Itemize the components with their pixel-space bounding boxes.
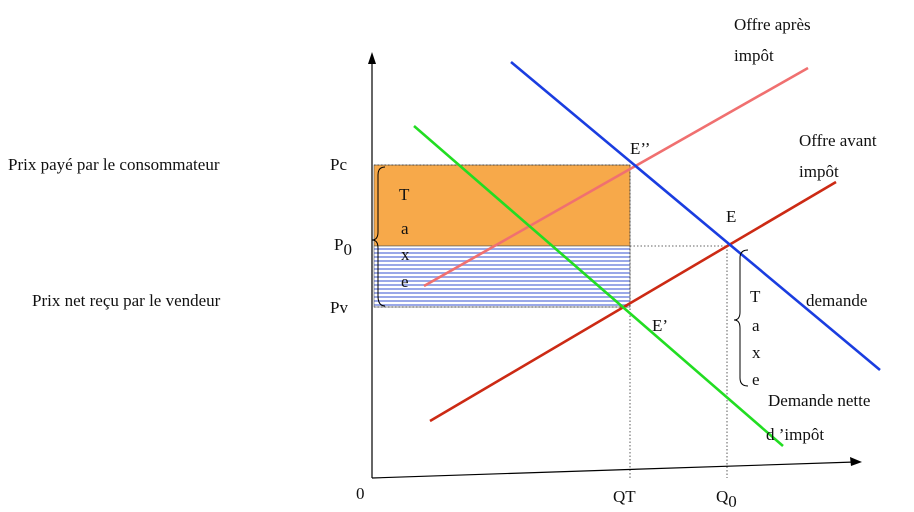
seller-tax-area: [373, 245, 631, 308]
y-axis-arrow: [368, 52, 376, 64]
right-tax-brace: [733, 249, 749, 387]
right-tax-letter-x: x: [752, 343, 761, 362]
demand-label: demande: [806, 291, 867, 310]
axes: [368, 52, 862, 479]
supply-before-label-line1: Offre avant: [799, 131, 877, 150]
consumer-tax-area: [373, 164, 631, 247]
demand-line: [510, 61, 881, 371]
q0-sub: 0: [728, 492, 737, 511]
left-tax-letter-e: e: [401, 272, 409, 291]
left-tax-letter-t: T: [399, 185, 410, 204]
q0-label: Q0: [716, 487, 737, 511]
x-axis-arrow: [850, 457, 862, 466]
right-tax-letter-a: a: [752, 316, 760, 335]
e-double-prime-label: E’’: [630, 139, 650, 158]
right-tax-letter-t: T: [750, 287, 761, 306]
qt-label: QT: [613, 487, 636, 506]
consumer-price-label: Prix payé par le consommateur: [8, 155, 220, 174]
guide-lines: [374, 164, 728, 478]
net-demand-label-line2: d ’impôt: [766, 425, 824, 444]
p0-sub: 0: [343, 240, 352, 259]
supply-after-tax-line: [423, 66, 809, 288]
net-demand-line: [413, 125, 784, 447]
supply-after-label-line2: impôt: [734, 46, 774, 65]
left-tax-letter-a: a: [401, 219, 409, 238]
left-tax-letter-x: x: [401, 245, 410, 264]
pc-label: Pc: [330, 155, 347, 174]
supply-before-label-line2: impôt: [799, 162, 839, 181]
p0-label: P0: [334, 235, 352, 259]
e-prime-label: E’: [652, 316, 668, 335]
p0-main: P: [334, 235, 343, 254]
q0-main: Q: [716, 487, 728, 506]
pv-label: Pv: [330, 298, 348, 317]
left-tax-brace: [371, 166, 386, 307]
e-label: E: [726, 207, 736, 226]
right-tax-letter-e: e: [752, 370, 760, 389]
seller-price-label: Prix net reçu par le vendeur: [32, 291, 221, 310]
origin-label: 0: [356, 484, 365, 503]
supply-before-tax-line: [429, 180, 837, 423]
x-axis: [371, 461, 856, 479]
net-demand-label-line1: Demande nette: [768, 391, 870, 410]
supply-after-label-line1: Offre après: [734, 15, 811, 34]
